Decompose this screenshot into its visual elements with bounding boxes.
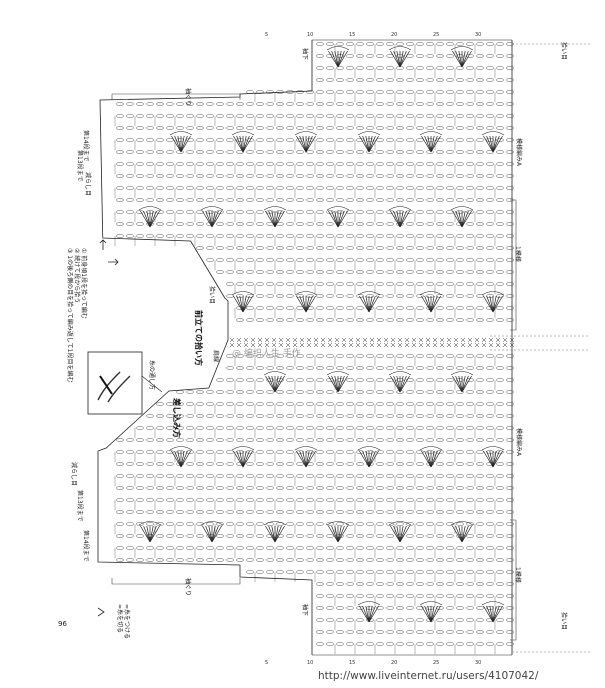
row-number-top: 30 (475, 32, 481, 38)
pattern-a-top-label: 模様編みA (515, 138, 523, 167)
source-url: http://www.liveinternet.ru/users/4107042… (318, 670, 539, 682)
pattern-a-bottom-label: 模様編みA (515, 428, 523, 457)
direction-arrows (97, 239, 119, 617)
row13-bottom-label: 第13段まで (76, 490, 84, 522)
row-number-top: 10 (307, 32, 313, 38)
join-label: 肩線 (212, 350, 220, 362)
repeat-bottom-label: 1模様 (514, 567, 522, 583)
row-number-top: 5 (265, 32, 268, 38)
insert-illustration (87, 351, 163, 415)
note-1: ① 前身頃1段を拾って編む (80, 248, 88, 319)
stitch-grid (114, 42, 515, 654)
row-number-bottom: 10 (307, 660, 313, 666)
insert-label: 差し込み方 (172, 397, 182, 438)
armhole-bottom-label: 袖ぐり (184, 578, 192, 596)
sleeve-bottom-label: 袖下 (301, 604, 309, 616)
sleeve-top-label: 袖下 (301, 48, 309, 60)
legend-cut: =糸を切る (116, 604, 124, 633)
row-number-bottom: 15 (349, 660, 355, 666)
row-number-bottom: 20 (391, 660, 397, 666)
garment-outline (97, 39, 590, 656)
pick-start-label: 拾い目 (208, 286, 216, 304)
note-3: ③ 1の後ろ側の目を拾って編み返して1段目を編む (66, 248, 74, 382)
row-number-top: 15 (349, 32, 355, 38)
row-number-bottom: 25 (433, 660, 439, 666)
row-numbers: 5 5 10 10 15 15 20 20 25 25 30 30 (265, 32, 481, 666)
dec-bottom-label: 減らし目 (70, 462, 78, 486)
armhole-top-label: 袖ぐり (184, 88, 192, 106)
row-number-bottom: 5 (265, 660, 268, 666)
legend-join: =糸をつける (123, 604, 131, 639)
watermark: @ 编织人生 手作 (232, 349, 301, 359)
repeat-top-label: 1模様 (514, 246, 522, 262)
note-2: ② 続けて段から拾う (73, 248, 81, 303)
insert-note-label: 糸の通し方 (148, 360, 156, 390)
row14-top-label: 第14段まで (82, 130, 90, 162)
dec-top-label: 減らし目 (84, 172, 92, 196)
row-number-top: 20 (391, 32, 397, 38)
right-tick-bottom-label: 拾い目 (560, 612, 568, 630)
row13-top-label: 第13段まで (76, 150, 84, 182)
front-edge-label: 前立ての拾い方 (194, 310, 204, 366)
row-number-top: 25 (433, 32, 439, 38)
right-tick-top-label: 拾い目 (560, 42, 568, 60)
row-number-bottom: 30 (475, 660, 481, 666)
row14-bottom-label: 第14段まで (82, 530, 90, 562)
fan-motifs (138, 46, 505, 623)
page-number: 96 (58, 620, 67, 628)
